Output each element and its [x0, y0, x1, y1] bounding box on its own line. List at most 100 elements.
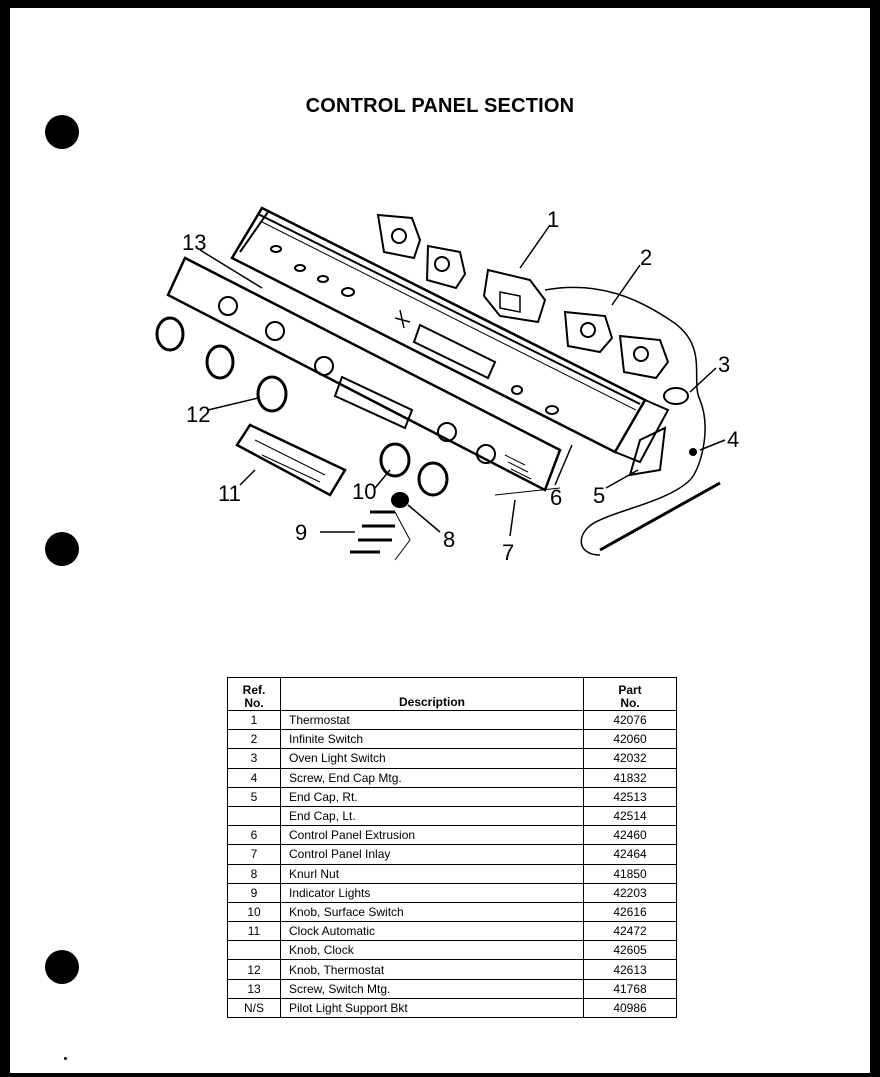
cell-part: 42203 — [583, 882, 677, 903]
cell-part: 42605 — [583, 940, 677, 961]
cell-description: Control Panel Extrusion — [280, 825, 584, 846]
cell-part: 42613 — [583, 959, 677, 980]
end-cap-screw — [689, 448, 697, 456]
callout-1: 1 — [547, 207, 559, 232]
cell-part: 42513 — [583, 786, 677, 807]
callout-7: 7 — [502, 540, 514, 565]
indicator-lights — [350, 510, 411, 561]
cell-description: Knob, Thermostat — [280, 959, 584, 980]
header-ref-no: Ref. No. — [227, 677, 281, 711]
thermostat-switch — [376, 213, 670, 380]
cell-ref: 7 — [227, 844, 281, 865]
cell-description: Clock Automatic — [280, 921, 584, 942]
cell-part: 41850 — [583, 863, 677, 884]
cell-ref: 9 — [227, 882, 281, 903]
header-part-line2: No. — [620, 696, 640, 710]
cell-description: Knob, Surface Switch — [280, 901, 584, 923]
cell-part: 42464 — [583, 844, 677, 865]
knurl-nut — [391, 492, 409, 508]
thermostat-knobs — [155, 316, 288, 413]
page-title: CONTROL PANEL SECTION — [305, 95, 575, 117]
table-row: End Cap, Lt.42514 — [227, 805, 677, 827]
support-rod — [599, 481, 721, 552]
header-part-no: Part No. — [583, 677, 677, 711]
callout-3: 3 — [718, 352, 730, 377]
cell-part: 42460 — [583, 825, 677, 846]
callout-13: 13 — [182, 230, 206, 255]
cell-part: 42032 — [583, 748, 677, 769]
callout-9: 9 — [295, 520, 307, 545]
cell-description: Indicator Lights — [280, 882, 584, 903]
exploded-parts-diagram: 1 2 3 4 5 6 7 8 9 10 11 12 13 — [155, 206, 739, 565]
callout-2: 2 — [640, 245, 652, 270]
control-panel-extrusion — [230, 206, 670, 464]
cell-ref: 10 — [227, 901, 281, 923]
wire-harness — [544, 286, 706, 556]
page-mark — [64, 1057, 67, 1060]
cell-ref: 2 — [227, 729, 281, 750]
header-part-line1: Part — [618, 683, 642, 697]
surface-switch-knobs — [379, 442, 449, 497]
header-ref-line1: Ref. — [242, 683, 266, 697]
cell-ref: N/S — [227, 997, 281, 1019]
binder-hole-bottom — [45, 950, 79, 984]
end-cap — [628, 426, 667, 477]
callout-leaders — [199, 224, 726, 537]
callout-6: 6 — [550, 485, 562, 510]
cell-description: Thermostat — [280, 709, 584, 731]
cell-part: 42472 — [583, 921, 677, 942]
cell-description: End Cap, Rt. — [280, 786, 584, 807]
cell-description: Oven Light Switch — [280, 748, 584, 769]
callout-12: 12 — [186, 402, 210, 427]
cell-description: Infinite Switch — [280, 729, 584, 750]
cell-ref: 8 — [227, 863, 281, 884]
cell-part: 42060 — [583, 729, 677, 750]
clock-automatic — [235, 423, 347, 497]
cell-ref: 13 — [227, 978, 281, 999]
cell-ref: 4 — [227, 767, 281, 788]
cell-ref — [227, 805, 281, 827]
cell-part: 42514 — [583, 805, 677, 827]
cell-description: Knurl Nut — [280, 863, 584, 884]
cell-description: Control Panel Inlay — [280, 844, 584, 865]
cell-part: 42616 — [583, 901, 677, 923]
control-panel-inlay — [166, 256, 562, 496]
cell-ref: 12 — [227, 959, 281, 980]
cell-part: 41768 — [583, 978, 677, 999]
cell-part: 41832 — [583, 767, 677, 788]
callout-5: 5 — [593, 483, 605, 508]
table-header-row: Ref. No. Description Part No. — [227, 677, 677, 711]
cell-description: Screw, End Cap Mtg. — [280, 767, 584, 788]
cell-ref: 5 — [227, 786, 281, 807]
cell-ref: 6 — [227, 825, 281, 846]
callout-8: 8 — [443, 527, 455, 552]
cell-ref: 3 — [227, 748, 281, 769]
cell-ref: 11 — [227, 921, 281, 942]
oven-light-switch — [663, 387, 689, 405]
cell-part: 40986 — [583, 997, 677, 1019]
binder-hole-top — [45, 115, 79, 149]
cell-ref: 1 — [227, 709, 281, 731]
cell-description: Knob, Clock — [280, 940, 584, 961]
cell-description: End Cap, Lt. — [280, 805, 584, 827]
cell-description: Pilot Light Support Bkt — [280, 997, 584, 1019]
cell-description: Screw, Switch Mtg. — [280, 978, 584, 999]
callout-4: 4 — [727, 427, 739, 452]
callout-10: 10 — [352, 479, 376, 504]
header-ref-line2: No. — [244, 696, 264, 710]
